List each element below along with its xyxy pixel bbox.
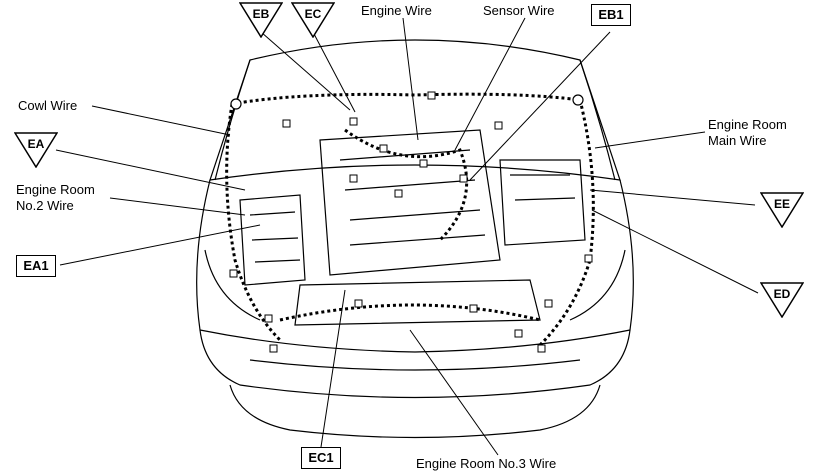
- front-wire-run: [279, 303, 541, 322]
- leader-sensor-wire: [454, 17, 526, 151]
- leader-engine-room-main: [594, 131, 706, 149]
- leader-engine-room-no2: [109, 197, 246, 216]
- body-outline: [196, 179, 634, 353]
- cowl-wire-run: [231, 92, 581, 106]
- engine-room-no3-label: Engine Room No.3 Wire: [416, 456, 557, 471]
- leader-ee: [589, 189, 756, 206]
- connector-eb1-label: EB1: [591, 4, 631, 26]
- radiator: [294, 279, 541, 326]
- connector-ea1-label: EA1: [16, 255, 56, 277]
- engine-room-no2-label-line1: Engine Room: [16, 182, 95, 197]
- left-wire-run: [225, 103, 282, 342]
- leader-ea: [55, 149, 246, 191]
- connector-eb-triangle: EB: [239, 2, 283, 38]
- connector-ee-label: EE: [773, 197, 790, 211]
- battery: [499, 159, 586, 246]
- leader-cowl-wire: [91, 105, 231, 136]
- connector-ea-triangle: EA: [14, 132, 58, 168]
- connector-ec1-label: EC1: [301, 447, 341, 469]
- engine-block: [319, 129, 501, 276]
- hood-outline: [209, 39, 621, 181]
- connector-eb-label: EB: [252, 7, 270, 21]
- leader-ed: [591, 209, 759, 294]
- engine-room-main-label-line2: Main Wire: [708, 133, 767, 148]
- right-wire-run: [538, 99, 595, 347]
- engine-room-no2-label-line2: No.2 Wire: [16, 198, 74, 213]
- cowl-wire-label: Cowl Wire: [18, 98, 78, 113]
- sensor-wire-label: Sensor Wire: [483, 3, 555, 18]
- leader-ea1: [59, 224, 261, 266]
- engine-wire-run: [344, 128, 469, 242]
- connector-ec-triangle: EC: [291, 2, 335, 38]
- leader-ec1: [320, 289, 346, 448]
- connector-ed-triangle: ED: [760, 282, 804, 318]
- connector-ee-triangle: EE: [760, 192, 804, 228]
- connector-ea-label: EA: [27, 137, 45, 151]
- leader-eb1: [469, 31, 611, 181]
- engine-room-main-label-line1: Engine Room: [708, 117, 787, 132]
- leader-ec: [312, 31, 356, 113]
- leader-engine-room-no3: [409, 329, 499, 456]
- engine-wire-label: Engine Wire: [361, 3, 432, 18]
- leader-engine-wire: [402, 17, 419, 141]
- leader-eb: [260, 31, 351, 111]
- connector-ec-label: EC: [304, 7, 322, 21]
- connector-ed-label: ED: [773, 287, 791, 301]
- front-bumper: [199, 329, 631, 399]
